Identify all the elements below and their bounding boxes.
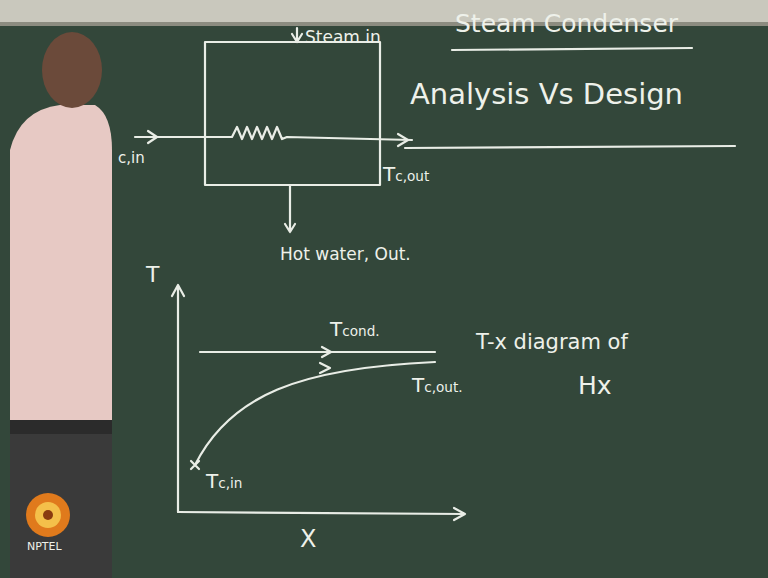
- lecturer-shirt: [10, 105, 112, 578]
- axis-label: T: [146, 262, 159, 287]
- flow-label: Hot water, Out.: [280, 245, 411, 265]
- cooling-tube-coil: [135, 127, 412, 140]
- outlet-arrowhead: [398, 134, 408, 146]
- symbol: T: [412, 373, 424, 397]
- board-title: Steam Condenser: [455, 10, 678, 39]
- x-axis: [178, 508, 465, 520]
- temperature-label: Tc,out: [383, 163, 429, 186]
- lecturer-head: [42, 32, 102, 108]
- condensing-temperature-line: [200, 347, 435, 357]
- inlet-arrowhead: [148, 131, 157, 143]
- symbol: T: [330, 317, 342, 341]
- subscript: cond.: [342, 323, 379, 339]
- subscript: c,out.: [424, 379, 462, 395]
- board-heading: Analysis Vs Design: [410, 78, 683, 111]
- subtitle-underline: [405, 146, 735, 148]
- subscript: c,in: [218, 475, 242, 491]
- lecturer-trousers: [10, 434, 112, 578]
- axis-label: X: [300, 526, 316, 554]
- temperature-label: Tc,in: [206, 470, 242, 493]
- symbol: T: [383, 162, 395, 186]
- title-underline: [452, 48, 692, 50]
- coolant-temperature-curve: [195, 362, 435, 465]
- curve-arrowhead: [320, 363, 330, 373]
- condensate-outlet-arrow: [285, 185, 295, 232]
- condenser-shell: [205, 42, 380, 185]
- subscript: c,out: [395, 168, 429, 184]
- logo-core: [35, 502, 61, 528]
- symbol: T: [206, 469, 218, 493]
- lecturer-belt: [10, 420, 112, 434]
- logo-ring: [26, 493, 70, 537]
- temperature-label: Tc,out.: [412, 374, 463, 397]
- logo-center: [43, 510, 53, 520]
- temperature-label: Tcond.: [330, 318, 380, 341]
- nptel-logo: [26, 493, 70, 537]
- diagram-note: Hx: [578, 372, 612, 401]
- logo-text: NPTEL: [27, 541, 62, 554]
- y-axis: [172, 285, 184, 512]
- diagram-note: T-x diagram of: [476, 330, 628, 354]
- steam-inlet-arrow: [292, 28, 302, 42]
- flow-label: Steam in: [305, 28, 381, 48]
- temperature-label: c,in: [118, 150, 145, 167]
- inlet-point-mark: [191, 461, 199, 469]
- lecturer: [10, 32, 112, 578]
